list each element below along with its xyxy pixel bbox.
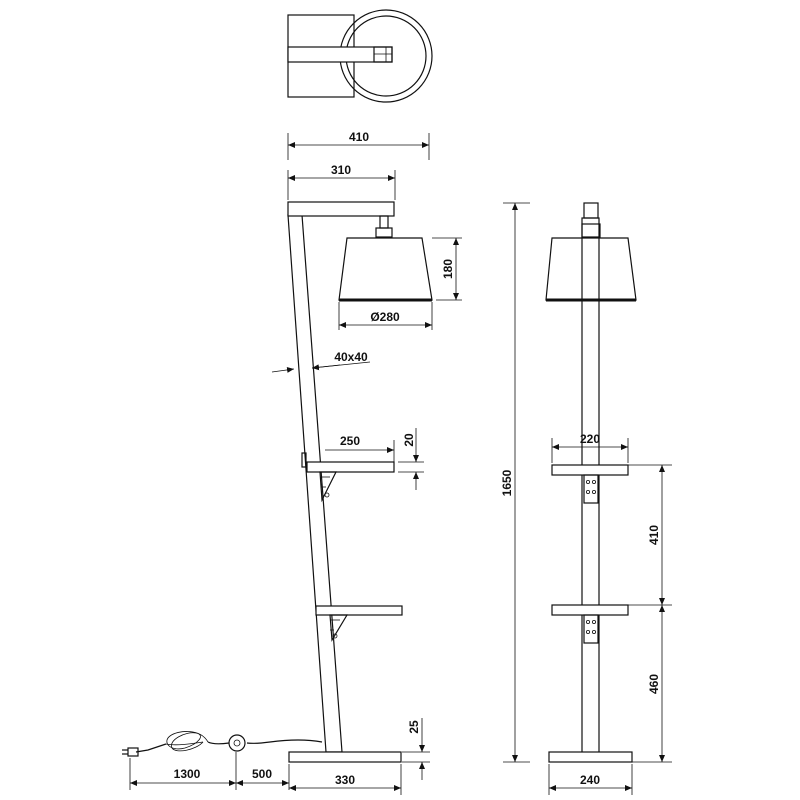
dim-shelf-gap-lower: 460 <box>647 674 661 694</box>
dim-shelf-side-width: 250 <box>340 434 360 448</box>
dim-shade-height: 180 <box>441 259 455 279</box>
dimension-lines: 410 310 180 Ø280 40x40 250 20 16 <box>129 130 672 795</box>
dim-base-front-width: 240 <box>580 773 600 787</box>
dim-switch-to-base: 500 <box>252 767 272 781</box>
dim-total-height: 1650 <box>500 469 514 496</box>
dim-shade-diameter: Ø280 <box>370 310 400 324</box>
dim-shelf-thickness: 20 <box>402 433 416 447</box>
front-view <box>545 202 637 763</box>
switch-icon <box>228 734 246 752</box>
dim-base-thickness: 25 <box>407 720 421 734</box>
dim-cable-length: 1300 <box>174 767 201 781</box>
dim-base-side-width: 330 <box>335 773 355 787</box>
plug-icon <box>127 747 139 757</box>
dim-pole-section: 40x40 <box>334 350 368 364</box>
dim-shelf-front-width: 220 <box>580 432 600 446</box>
top-view <box>287 9 433 103</box>
side-view <box>122 201 433 763</box>
dim-top-width: 410 <box>349 130 369 144</box>
dim-arm-width: 310 <box>331 163 351 177</box>
dim-shelf-gap-upper: 410 <box>647 525 661 545</box>
